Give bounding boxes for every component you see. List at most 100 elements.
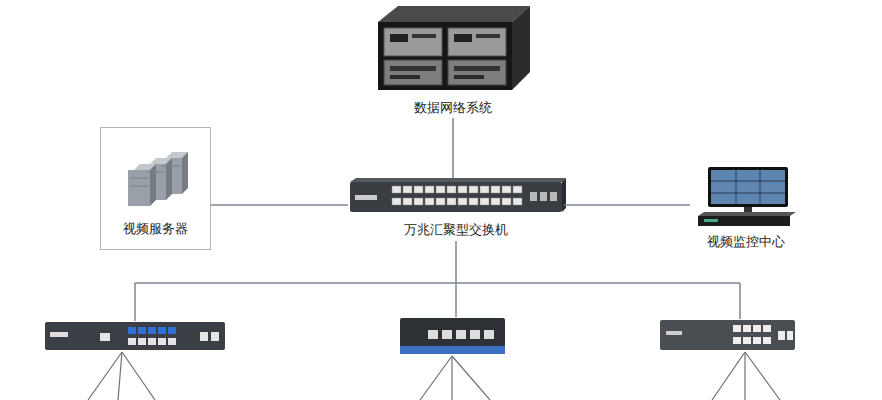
access-switch-center-part — [456, 330, 466, 339]
chassis-illustration-part — [454, 34, 472, 42]
chassis-illustration-part — [378, 22, 512, 90]
node-label: 视频监控中心 — [707, 234, 785, 250]
access-switch-center-part — [428, 330, 494, 339]
chassis-illustration-part — [390, 75, 420, 79]
access-switch-center-part — [484, 330, 494, 339]
chassis-illustration-part — [390, 66, 436, 71]
monitor-illustration-part — [708, 167, 788, 207]
fan-out-wire-part — [744, 352, 745, 400]
core-switch-illustration-part — [436, 186, 445, 193]
server-icon — [128, 152, 188, 206]
core-switch-illustration-part — [502, 186, 511, 193]
monitor-illustration-part — [698, 216, 790, 226]
access-switch-left-part — [211, 332, 219, 341]
access-switch-right-part — [666, 331, 682, 335]
access-switch-left-part — [45, 322, 225, 350]
core-switch-illustration-part — [469, 186, 478, 193]
core-switch-illustration-part — [458, 198, 467, 205]
core-switch-illustration — [350, 178, 566, 212]
switch-node: 万兆汇聚型交换机 — [348, 178, 564, 240]
server-icon-part — [130, 178, 148, 179]
connector-line — [452, 118, 454, 178]
monitor-illustration-part — [744, 207, 752, 212]
core-switch-illustration-part — [513, 198, 522, 205]
access-switch-left-part — [148, 338, 156, 345]
core-switch-illustration-part — [480, 186, 489, 193]
access-switch-left-part — [158, 327, 166, 334]
chassis-illustration-part — [454, 75, 484, 79]
access-switch-right-part — [743, 337, 751, 344]
core-switch-illustration-part — [530, 192, 537, 201]
access-switch-right-part — [763, 337, 771, 344]
core-switch-illustration-part — [513, 186, 522, 193]
access-switch-left-part — [168, 327, 176, 334]
access-switch-center-part — [400, 318, 505, 354]
core-switch-illustration-part — [491, 186, 500, 193]
server-icon-part — [128, 170, 150, 206]
monitor-node: 视频监控中心 — [690, 160, 802, 252]
chassis-illustration-part — [448, 28, 506, 56]
core-switch-illustration-part — [540, 192, 547, 201]
access-switch-left-part — [128, 327, 136, 334]
access-switch-right-part — [787, 331, 793, 340]
monitor-illustration-part — [760, 170, 761, 204]
node-label: 视频服务器 — [123, 221, 188, 237]
monitor-illustration — [698, 167, 796, 226]
core-switch-illustration-part — [425, 198, 434, 205]
connector-line — [211, 204, 348, 206]
access-switch-center — [400, 318, 505, 354]
core-switch-illustration-part — [414, 198, 423, 205]
core-switch-illustration-part — [447, 198, 456, 205]
monitor-illustration-part — [736, 170, 737, 204]
core-switch-illustration-part — [447, 186, 456, 193]
core-switch-illustration-part — [562, 178, 566, 212]
server-box: 视频服务器 — [100, 127, 211, 250]
fan-out-wire-part — [712, 352, 745, 400]
access-switch-left-part — [158, 338, 166, 345]
core-switch-illustration-part — [392, 186, 401, 193]
fan-out-wire-part — [452, 356, 490, 400]
access-switch-left-part — [148, 327, 156, 334]
access-switch-left-part — [138, 327, 146, 334]
access-switch-right-part — [778, 331, 785, 340]
chassis-illustration — [378, 6, 530, 90]
access-switch-left — [45, 322, 225, 350]
core-switch-illustration-part — [403, 198, 412, 205]
access-switch-left-part — [168, 338, 176, 345]
distribution-wire — [135, 241, 740, 321]
core-switch-illustration-part — [530, 192, 557, 201]
distribution-wire-part — [455, 283, 457, 317]
fan-out-wire-part — [745, 352, 780, 400]
monitor-illustration-part — [711, 181, 785, 182]
access-switch-left-part — [128, 338, 136, 345]
chassis-illustration-part — [448, 60, 506, 85]
chassis-illustration-part — [454, 66, 500, 71]
distribution-wire-part — [739, 283, 741, 319]
access-switch-left-part — [100, 332, 219, 345]
distribution-wire-part — [135, 282, 740, 284]
monitor-illustration-part — [704, 219, 718, 222]
access-switch-left-part — [100, 333, 110, 341]
access-switch-left-part — [138, 338, 146, 345]
distribution-wire-part — [134, 283, 136, 321]
access-switch-center-part — [470, 330, 480, 339]
monitor-illustration-part — [698, 212, 796, 216]
access-switch-right-part — [743, 325, 751, 332]
access-switch-right-part — [733, 325, 741, 332]
core-switch-illustration-part — [355, 195, 377, 200]
core-switch-illustration-part — [550, 192, 557, 201]
fan-out-wire-part — [122, 352, 155, 400]
connector-line — [564, 204, 690, 206]
monitor-illustration-part — [711, 170, 785, 204]
fan-out-wire-part — [118, 352, 122, 400]
core-switch-illustration-part — [392, 198, 401, 205]
core-switch-illustration-part — [403, 186, 412, 193]
core-switch-illustration-part — [414, 186, 423, 193]
node-label: 万兆汇聚型交换机 — [404, 222, 508, 238]
access-switch-left-part — [50, 332, 68, 337]
chassis-illustration-part — [512, 6, 530, 90]
access-switch-right-part — [763, 325, 771, 332]
chassis-illustration-part — [412, 34, 436, 38]
